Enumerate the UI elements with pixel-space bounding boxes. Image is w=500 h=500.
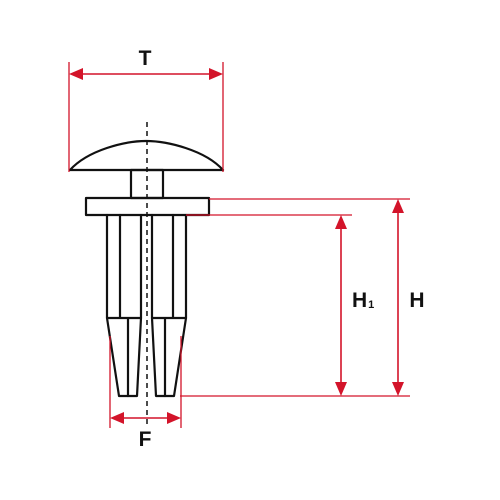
dimension-h1: H1 — [186, 214, 374, 396]
dimension-h-arrow-bottom — [392, 382, 404, 396]
dimension-h1-arrow-bottom — [335, 382, 347, 396]
dimension-t-label: T — [139, 47, 152, 70]
dimension-t-arrow-right — [209, 68, 223, 80]
dimension-h1-label-main: H — [352, 289, 367, 312]
dimension-h1-label-sub: 1 — [368, 299, 374, 311]
rivet-neck — [129, 168, 165, 200]
dimension-t-arrow-left — [69, 68, 83, 80]
dimension-h: H — [180, 198, 425, 397]
dimension-f-arrow-right — [167, 412, 181, 424]
dimension-h-label: H — [409, 289, 424, 312]
dimension-f-label: F — [139, 428, 152, 451]
dimension-t: T — [68, 47, 224, 172]
rivet-head — [68, 139, 225, 172]
dimension-h-arrow-top — [392, 199, 404, 213]
rivet-shank-inner — [105, 213, 188, 398]
dimension-h1-arrow-top — [335, 215, 347, 229]
dimension-h1-label: H1 — [352, 289, 374, 312]
rivet-outline — [68, 122, 225, 428]
dimension-f: F — [109, 336, 182, 451]
dimension-f-arrow-left — [110, 412, 124, 424]
